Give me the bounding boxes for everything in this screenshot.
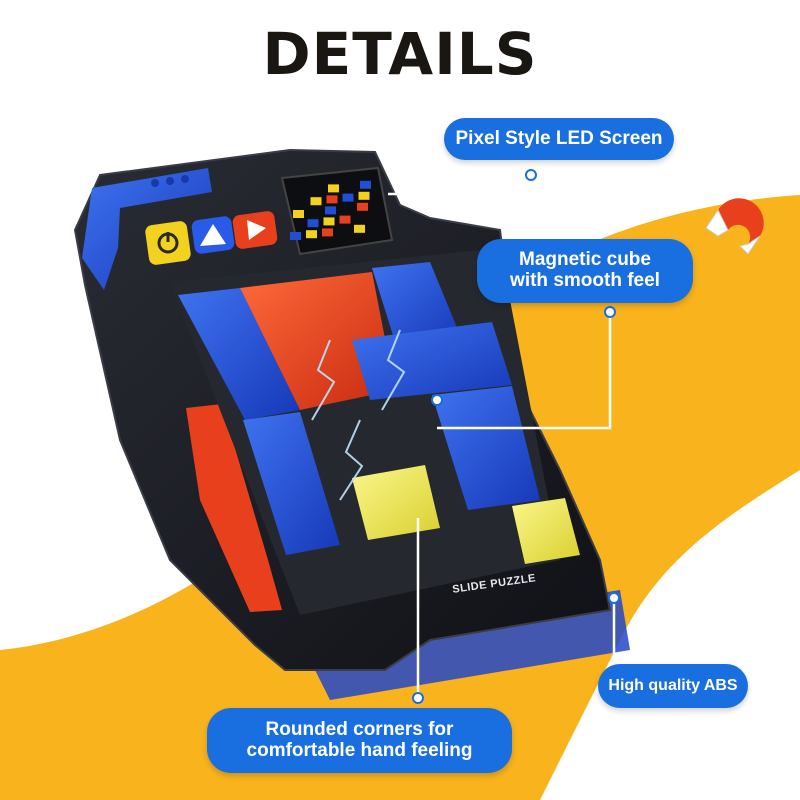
led-pixel	[326, 195, 338, 204]
led-pixel	[328, 184, 339, 193]
led-pixel	[357, 202, 368, 211]
triangle-right-icon	[247, 220, 266, 240]
lightning-effects	[311, 329, 406, 501]
blue-piece	[352, 322, 512, 400]
callout-led-screen: Pixel Style LED Screen	[444, 118, 674, 160]
led-pixel-grid	[290, 180, 371, 240]
led-pixel	[307, 219, 319, 228]
led-pixel	[293, 210, 304, 218]
blue-corner-cap	[82, 168, 212, 290]
magnet-icon	[691, 198, 764, 295]
callout-leader-dots	[412, 169, 620, 704]
red-side-strip	[186, 404, 282, 612]
blue-piece	[432, 386, 540, 510]
led-pixel	[358, 191, 370, 200]
cap-dot	[181, 175, 189, 183]
callout-magnetic: Magnetic cube with smooth feel	[477, 239, 693, 303]
callout-corners: Rounded corners for comfortable hand fee…	[207, 708, 512, 773]
yellow-piece	[512, 498, 580, 564]
page-title: DETAILS	[262, 20, 538, 88]
background-white-wave	[540, 470, 800, 800]
led-pixel	[360, 180, 371, 189]
blue-piece	[178, 288, 300, 420]
cap-dot	[166, 177, 174, 185]
blue-piece	[372, 262, 460, 345]
callout-abs: High quality ABS	[598, 664, 748, 708]
led-pixel	[322, 228, 333, 237]
led-pixel	[306, 230, 317, 239]
led-pixel	[310, 197, 322, 206]
cap-dot	[151, 179, 159, 187]
yellow-piece	[352, 465, 440, 540]
led-pixel	[339, 215, 351, 224]
led-pixel	[342, 193, 354, 202]
red-piece	[240, 272, 395, 410]
control-buttons	[145, 211, 278, 265]
led-pixel	[323, 217, 335, 226]
led-pixel	[325, 206, 336, 215]
led-pixel	[290, 232, 301, 240]
blue-piece	[243, 412, 340, 555]
led-pixel	[354, 224, 365, 233]
triangle-up-icon	[200, 224, 226, 246]
